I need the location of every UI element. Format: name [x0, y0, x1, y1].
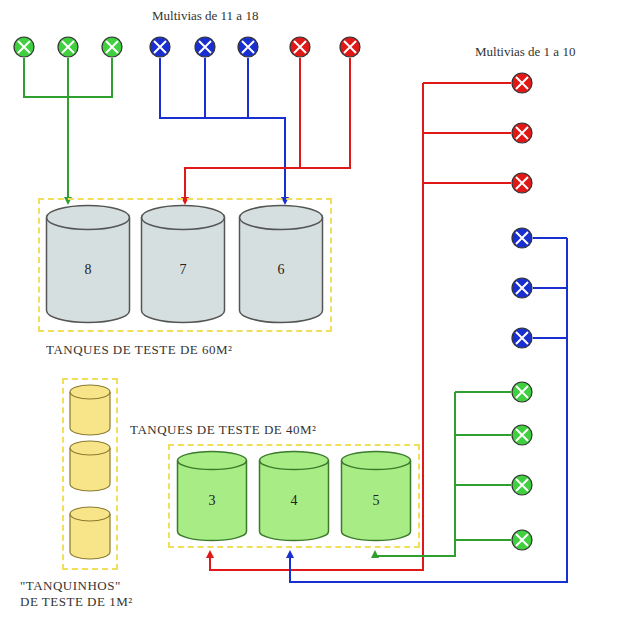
- tank-group: TANQUES DE TESTE DE 60M²876: [38, 198, 332, 332]
- test-tank: 4: [258, 450, 330, 542]
- group-label: TANQUES DE TESTE DE 40M²: [130, 422, 317, 438]
- tank-group: "TANQUINHOS" DE TESTE DE 1M²: [62, 378, 118, 570]
- test-tank: 6: [238, 204, 324, 324]
- test-tank: 7: [140, 204, 226, 324]
- tank-number: 6: [238, 262, 324, 278]
- valve-symbols: [14, 37, 532, 550]
- small-tanks: [70, 385, 110, 559]
- tank-group: TANQUES DE TESTE DE 40M²345: [168, 444, 420, 548]
- group-label: TANQUES DE TESTE DE 60M²: [46, 342, 233, 358]
- tank-number: 4: [258, 493, 330, 509]
- tank-number: 3: [176, 493, 248, 509]
- tank-number: 8: [45, 262, 131, 278]
- test-tank: 3: [176, 450, 248, 542]
- test-tank: 5: [340, 450, 412, 542]
- valve-group-label: Multivias de 11 a 18: [152, 8, 258, 24]
- test-tank: 8: [45, 204, 131, 324]
- tank-number: 7: [140, 262, 226, 278]
- tank-number: 5: [340, 493, 412, 509]
- valve-group-label: Multivias de 1 a 10: [475, 44, 575, 60]
- group-label: "TANQUINHOS" DE TESTE DE 1M²: [20, 578, 142, 610]
